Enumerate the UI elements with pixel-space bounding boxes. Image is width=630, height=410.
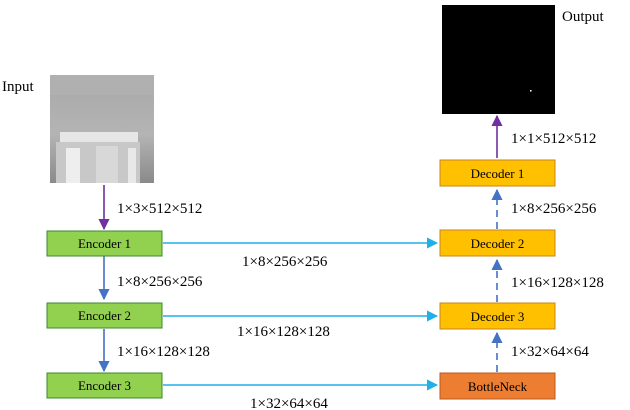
decoder3-node: Decoder 3 <box>439 302 556 330</box>
bottleneck-label: BottleNeck <box>468 379 528 394</box>
encoder2-node: Encoder 2 <box>46 302 163 329</box>
encoder1-label: Encoder 1 <box>78 236 131 251</box>
decoder2-label: Decoder 2 <box>471 236 525 251</box>
bottleneck-to-decoder3-label: 1×32×64×64 <box>511 344 589 360</box>
bottleneck-node: BottleNeck <box>439 372 556 400</box>
decoder3-label: Decoder 3 <box>471 309 525 324</box>
encoder2-to-encoder3-label: 1×16×128×128 <box>117 344 210 360</box>
decoder2-to-decoder1-label: 1×8×256×256 <box>511 201 597 217</box>
encoder1-to-encoder2-label: 1×8×256×256 <box>117 274 203 290</box>
input-image <box>50 75 154 183</box>
decoder1-node: Decoder 1 <box>439 159 556 187</box>
decoder2-node: Decoder 2 <box>439 229 556 257</box>
output-image <box>442 5 555 114</box>
output-label: Output <box>562 9 605 25</box>
encoder3-to-bottleneck-label: 1×32×64×64 <box>250 396 328 410</box>
encoder2-label: Encoder 2 <box>78 308 131 323</box>
encoder1-node: Encoder 1 <box>46 230 163 257</box>
decoder1-label: Decoder 1 <box>471 166 525 181</box>
encoder1-skip-label: 1×8×256×256 <box>242 254 328 270</box>
encoder3-node: Encoder 3 <box>46 372 163 399</box>
input-to-encoder1-label: 1×3×512×512 <box>117 201 202 217</box>
decoder3-to-decoder2-label: 1×16×128×128 <box>511 275 604 291</box>
decoder1-to-output-label: 1×1×512×512 <box>511 131 596 147</box>
input-label: Input <box>2 79 34 95</box>
encoder2-skip-label: 1×16×128×128 <box>237 324 330 340</box>
encoder3-label: Encoder 3 <box>78 378 131 393</box>
